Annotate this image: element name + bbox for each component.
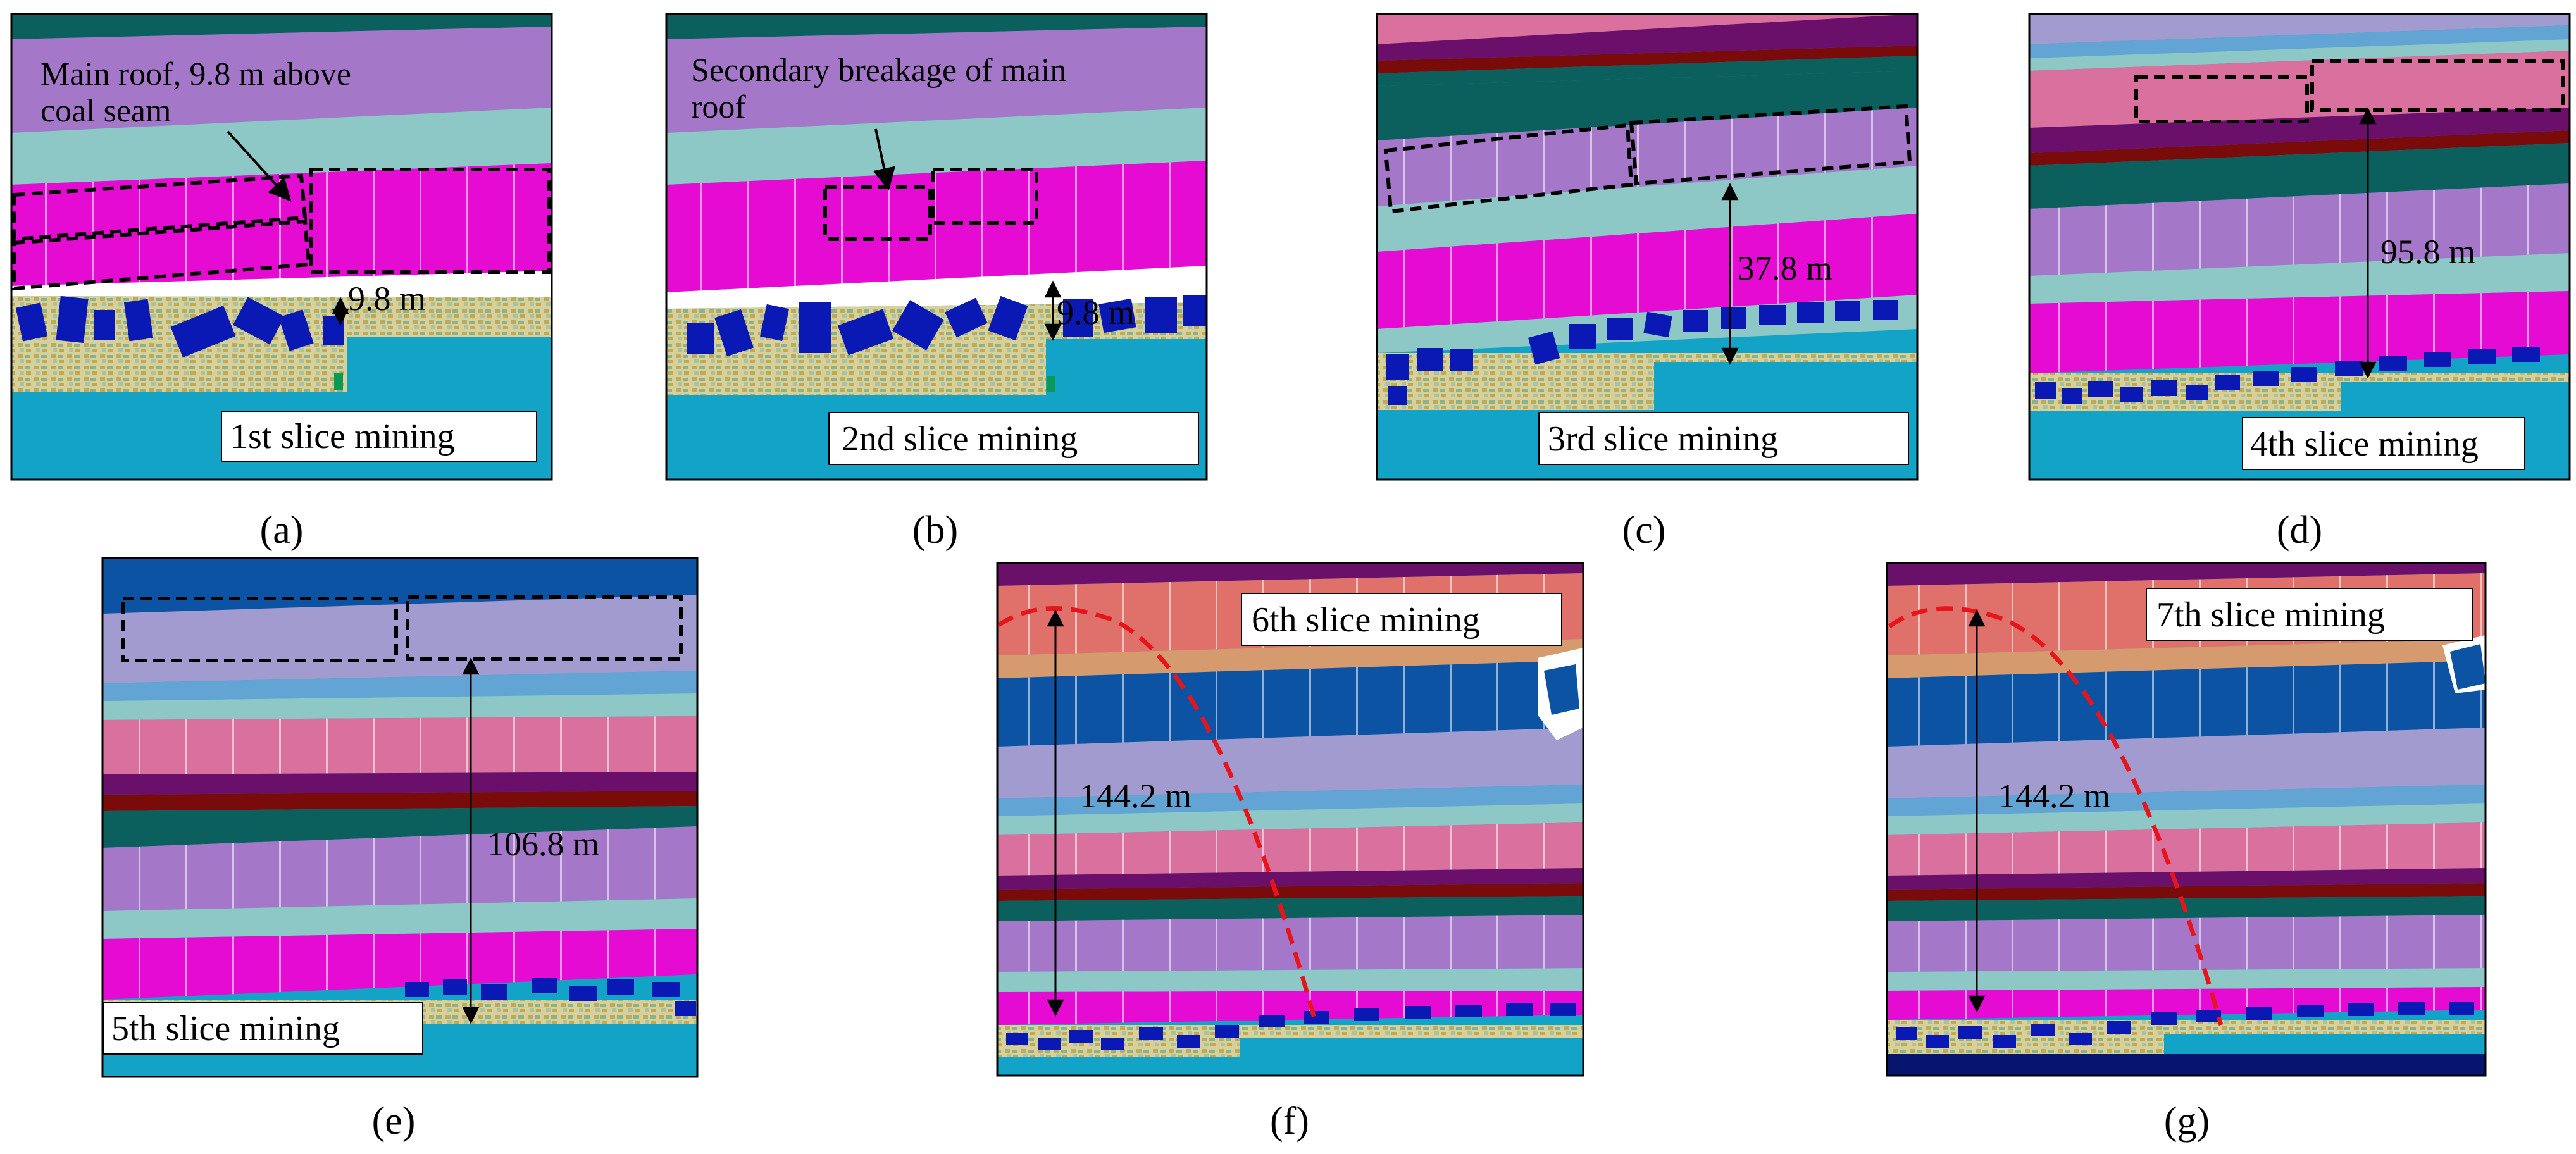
panel-d: 95.8 m 4th slice mining (d) <box>2028 13 2571 552</box>
panel-b-measure: 9.8 m <box>1057 294 1135 332</box>
panel-a-stage-label: 1st slice mining <box>230 417 455 456</box>
panel-d-letter: (d) <box>2277 509 2322 552</box>
panel-c-stage-label: 3rd slice mining <box>1548 419 1778 459</box>
panel-f-stage-label: 6th slice mining <box>1252 600 1480 640</box>
panel-c-stage-label-box <box>1538 412 1909 465</box>
panel-f-letter: (f) <box>1270 1100 1309 1143</box>
panel-c: 37.8 m 3rd slice mining (c) <box>1376 13 1919 552</box>
panel-e-stage-label-box <box>103 1002 423 1055</box>
panel-f-stage-label-box <box>1241 593 1562 646</box>
panel-c-letter: (c) <box>1622 509 1666 552</box>
panel-e-stage-label: 5th slice mining <box>111 1009 340 1048</box>
panel-g-stage-label-box <box>2146 588 2473 641</box>
panel-g-stage-label: 7th slice mining <box>2156 595 2385 635</box>
panel-d-stage-label: 4th slice mining <box>2250 425 2479 464</box>
panel-g-measure: 144.2 m <box>1998 777 2110 815</box>
panel-g-letter: (g) <box>2164 1100 2210 1143</box>
panel-a-stage-label-box <box>221 411 537 462</box>
panel-a-measure: 9.8 m <box>348 280 426 318</box>
panel-g: 144.2 m 7th slice mining (g) <box>1886 562 2487 1143</box>
panel-d-stage-label-box <box>2242 417 2525 470</box>
panel-b-letter: (b) <box>912 509 958 552</box>
panel-e: 106.8 m 5th slice mining (e) <box>101 557 699 1143</box>
panel-e-letter: (e) <box>372 1100 416 1143</box>
panel-f-measure: 144.2 m <box>1080 777 1192 815</box>
panel-d-measure: 95.8 m <box>2380 233 2475 271</box>
panel-a-letter: (a) <box>260 509 304 552</box>
panel-b-stage-label: 2nd slice mining <box>842 419 1078 459</box>
panel-c-measure: 37.8 m <box>1738 249 1832 287</box>
panel-e-measure: 106.8 m <box>487 825 599 863</box>
panel-b-stage-label-box <box>828 412 1199 465</box>
panel-f: 144.2 m 6th slice mining (f) <box>996 562 1584 1143</box>
